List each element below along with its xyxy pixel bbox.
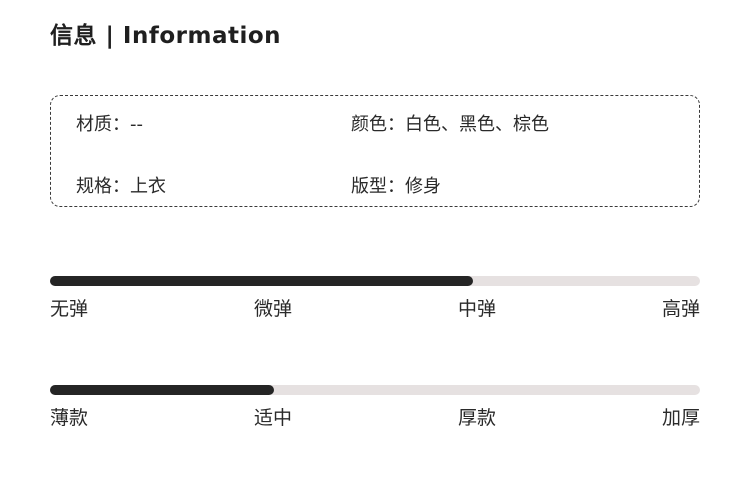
material-value: -- [130, 114, 143, 135]
elasticity-label-none: 无弹 [50, 298, 89, 320]
spec-label: 规格： [76, 176, 130, 197]
material-label: 材质： [76, 114, 130, 135]
elasticity-track [50, 276, 700, 286]
elasticity-label-slight: 微弹 [254, 298, 293, 320]
elasticity-fill [50, 276, 473, 286]
thickness-fill [50, 385, 275, 395]
spec-value: 上衣 [130, 176, 166, 197]
material-field: 材质：-- [76, 110, 143, 136]
thickness-label-thin: 薄款 [50, 407, 89, 429]
color-field: 颜色：白色、黑色、棕色 [351, 110, 549, 136]
color-label: 颜色： [351, 114, 405, 135]
fit-value: 修身 [405, 176, 441, 197]
thickness-label-moderate: 适中 [254, 407, 293, 429]
thickness-label-thick: 厚款 [458, 407, 497, 429]
thickness-scale: 薄款 适中 厚款 加厚 [50, 385, 700, 429]
color-value: 白色、黑色、棕色 [405, 114, 549, 135]
fit-label: 版型： [351, 176, 405, 197]
spec-field: 规格：上衣 [76, 172, 166, 198]
thickness-label-extra-thick: 加厚 [661, 407, 700, 429]
elasticity-label-high: 高弹 [661, 298, 700, 320]
page-title: 信息 | Information [50, 23, 282, 49]
elasticity-labels: 无弹 微弹 中弹 高弹 [50, 294, 700, 320]
thickness-labels: 薄款 适中 厚款 加厚 [50, 403, 700, 429]
fit-field: 版型：修身 [351, 172, 441, 198]
info-box: 材质：-- 颜色：白色、黑色、棕色 规格：上衣 版型：修身 [50, 95, 700, 207]
elasticity-label-medium: 中弹 [458, 298, 497, 320]
elasticity-scale: 无弹 微弹 中弹 高弹 [50, 276, 700, 320]
thickness-track [50, 385, 700, 395]
